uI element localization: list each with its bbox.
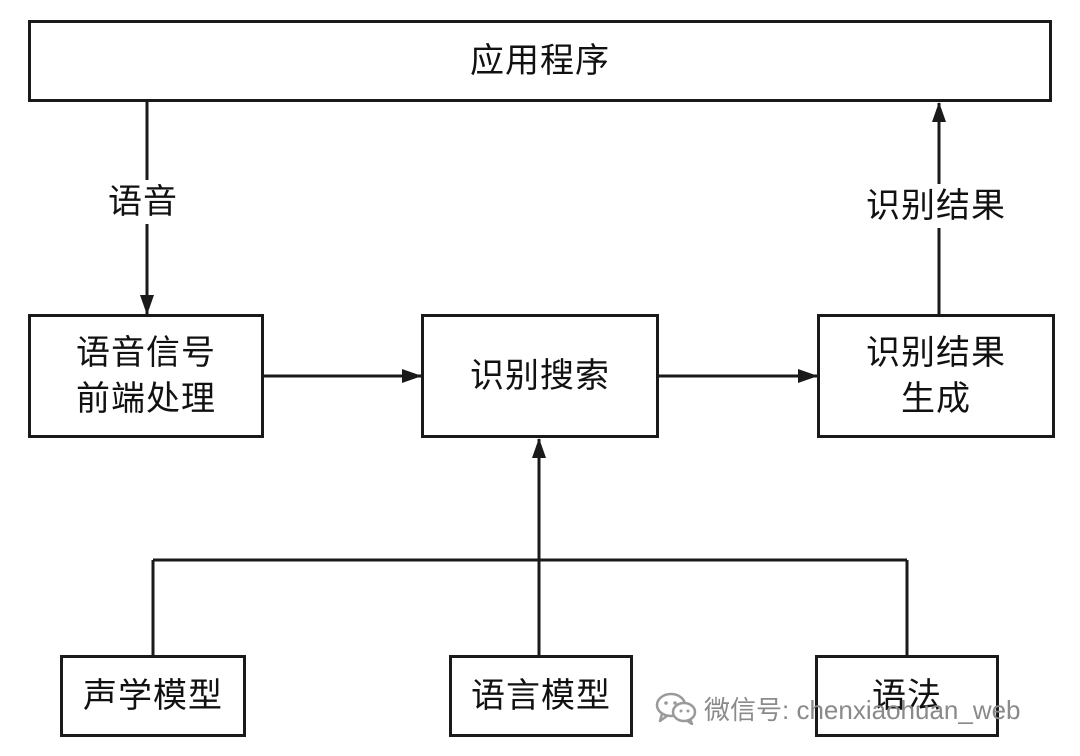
result-generation-label-line-1: 识别结果: [866, 333, 1006, 373]
frontend-box: 语音信号 前端处理: [28, 314, 264, 438]
watermark-text: 微信号: chenxiaohuan_web: [704, 694, 1021, 725]
speech-edge-label: 语音: [104, 180, 182, 224]
acoustic-model-box: 声学模型: [60, 655, 246, 737]
language-model-box: 语言模型: [449, 655, 633, 737]
result-generation-label-line-2: 生成: [901, 379, 971, 419]
frontend-label-line-1: 语音信号: [76, 333, 216, 373]
result-generation-box: 识别结果 生成: [817, 314, 1055, 438]
application-box: 应用程序: [28, 20, 1052, 102]
acoustic-model-label: 声学模型: [83, 676, 223, 716]
search-label: 识别搜索: [470, 356, 610, 396]
search-box: 识别搜索: [421, 314, 659, 438]
frontend-label-line-2: 前端处理: [76, 379, 216, 419]
watermark: 微信号: chenxiaohuan_web: [654, 688, 1021, 728]
result-edge-label: 识别结果: [862, 184, 1010, 228]
wechat-icon: [655, 692, 697, 725]
application-label: 应用程序: [470, 41, 610, 81]
grammar-box: 语法: [815, 655, 999, 737]
grammar-label: 语法: [872, 676, 942, 716]
language-model-label: 语言模型: [471, 676, 611, 716]
